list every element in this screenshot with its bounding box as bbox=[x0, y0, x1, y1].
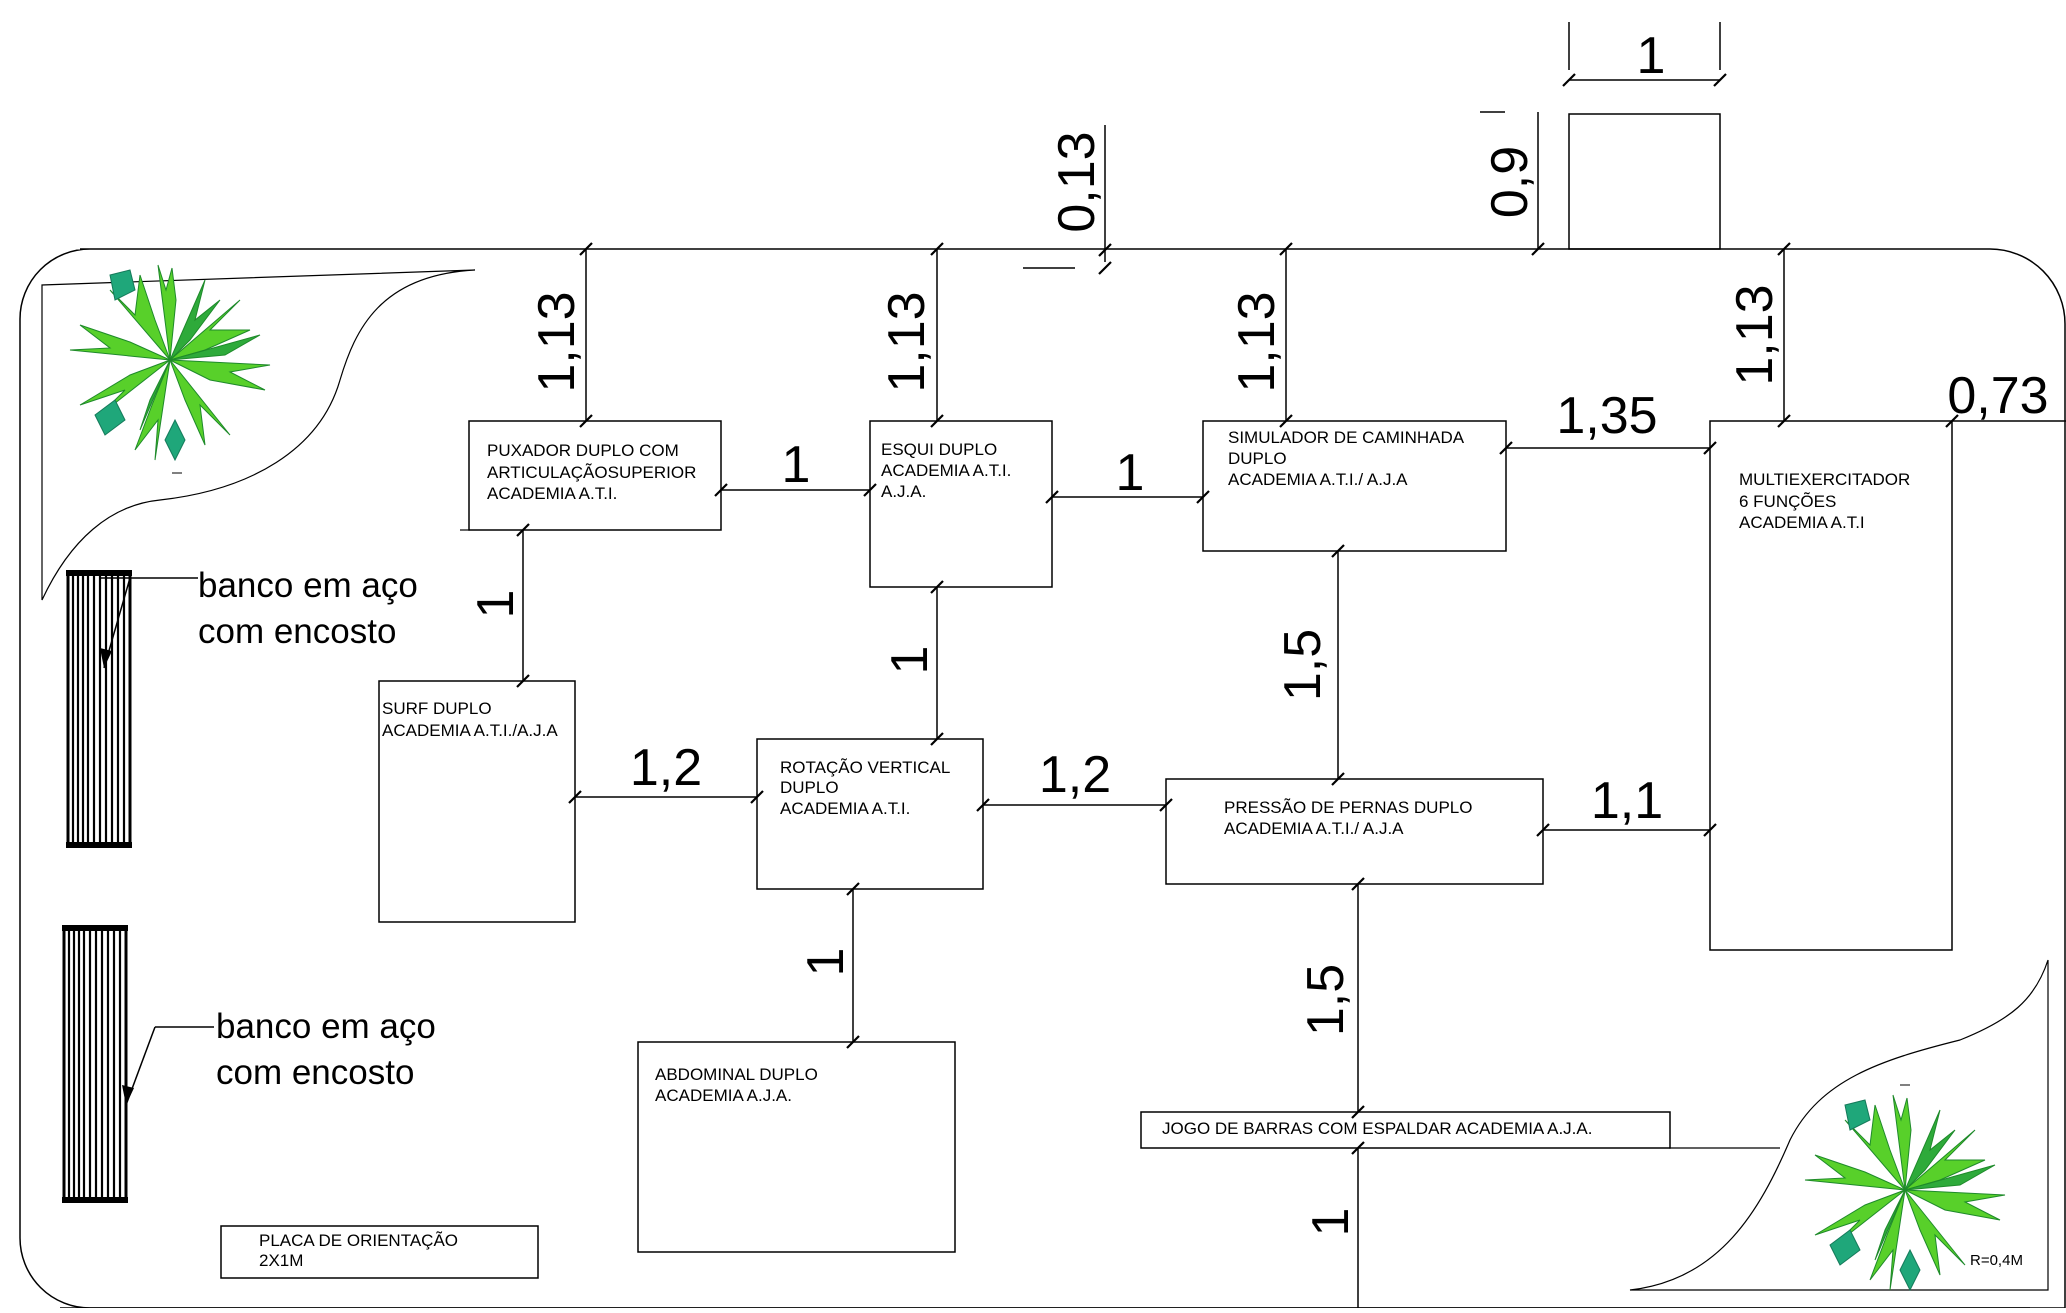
radius-note: R=0,4M bbox=[1970, 1252, 2023, 1269]
label-esqui-3: A.J.A. bbox=[881, 482, 926, 501]
label-puxador-2: ARTICULAÇÃOSUPERIOR bbox=[487, 463, 696, 482]
equipment-box-placa bbox=[220, 1225, 539, 1279]
label-esqui-1: ESQUI DUPLO bbox=[881, 440, 997, 459]
equipment-box-barras bbox=[1140, 1111, 1671, 1149]
dim-v-113-d: 1,13 bbox=[1726, 284, 1784, 385]
dim-h-1-a: 1 bbox=[782, 436, 811, 494]
label-simulador-1: SIMULADOR DE CAMINHADA bbox=[1228, 428, 1465, 447]
dim-v-113-a: 1,13 bbox=[528, 291, 586, 392]
dim-h-073: 0,73 bbox=[1947, 367, 2048, 425]
dim-v-15-lower: 1,5 bbox=[1297, 964, 1355, 1036]
label-puxador-3: ACADEMIA A.T.I. bbox=[487, 484, 617, 503]
dim-v-1-left: 1 bbox=[467, 590, 525, 619]
label-multi-2: 6 FUNÇÕES bbox=[1739, 492, 1836, 511]
label-abdominal-2: ACADEMIA A.J.A. bbox=[655, 1086, 792, 1105]
label-rotacao-3: ACADEMIA A.T.I. bbox=[780, 799, 910, 818]
dim-h-135: 1,35 bbox=[1556, 387, 1657, 445]
bench-label-1-line2: com encosto bbox=[198, 612, 396, 651]
bench-label-2-line1: banco em aço bbox=[216, 1007, 436, 1046]
label-abdominal-1: ABDOMINAL DUPLO bbox=[655, 1065, 818, 1084]
label-surf-1: SURF DUPLO bbox=[382, 699, 492, 718]
equipment-box-rotacao bbox=[756, 738, 984, 890]
dim-v-1-mid: 1 bbox=[881, 646, 939, 675]
planting-bed-bottom-right bbox=[1629, 959, 2049, 1291]
equipment-box-abdominal bbox=[637, 1041, 956, 1253]
bench-icon bbox=[60, 923, 130, 1205]
bench-label-2-line2: com encosto bbox=[216, 1053, 414, 1092]
label-multi-1: MULTIEXERCITADOR bbox=[1739, 470, 1910, 489]
label-puxador-1: PUXADOR DUPLO COM bbox=[487, 441, 679, 460]
equipment-box-esqui bbox=[869, 420, 1053, 588]
dim-top-0-9: 0,9 bbox=[1481, 146, 1539, 218]
entrance-box bbox=[1568, 113, 1721, 250]
dim-v-1-abdominal: 1 bbox=[797, 948, 855, 977]
label-placa-2: 2X1M bbox=[259, 1251, 303, 1270]
label-simulador-2: DUPLO bbox=[1228, 449, 1287, 468]
label-multi-3: ACADEMIA A.T.I bbox=[1739, 513, 1865, 532]
palm-tree-icon bbox=[69, 264, 271, 461]
label-simulador-3: ACADEMIA A.T.I./ A.J.A bbox=[1228, 470, 1408, 489]
label-pressao-2: ACADEMIA A.T.I./ A.J.A bbox=[1224, 819, 1404, 838]
dim-h-12-left: 1,2 bbox=[630, 739, 702, 797]
label-surf-2: ACADEMIA A.T.I./A.J.A bbox=[382, 721, 558, 740]
equipment-box-puxador bbox=[468, 420, 722, 531]
equipment-box-simulador bbox=[1202, 420, 1507, 552]
dim-v-113-b: 1,13 bbox=[878, 291, 936, 392]
label-esqui-2: ACADEMIA A.T.I. bbox=[881, 461, 1011, 480]
bench-icon bbox=[64, 568, 134, 850]
dim-h-1-b: 1 bbox=[1116, 444, 1145, 502]
dim-top-1: 1 bbox=[1637, 27, 1666, 85]
label-placa-1: PLACA DE ORIENTAÇÃO bbox=[259, 1231, 458, 1250]
plaza-boundary bbox=[19, 248, 2066, 1309]
dim-h-12-mid: 1,2 bbox=[1039, 746, 1111, 804]
label-barras: JOGO DE BARRAS COM ESPALDAR ACADEMIA A.J… bbox=[1162, 1119, 1592, 1138]
equipment-box-multiexercitador bbox=[1709, 420, 1953, 951]
dim-h-11: 1,1 bbox=[1591, 772, 1663, 830]
dim-v-15-upper: 1,5 bbox=[1274, 629, 1332, 701]
label-rotacao-2: DUPLO bbox=[780, 778, 839, 797]
planting-bed-top-left bbox=[41, 269, 476, 601]
label-pressao-1: PRESSÃO DE PERNAS DUPLO bbox=[1224, 798, 1472, 817]
dim-v-1-bottom: 1 bbox=[1302, 1208, 1360, 1237]
bench-label-1-line1: banco em aço bbox=[198, 566, 418, 605]
dim-top-0-13: 0,13 bbox=[1048, 131, 1106, 232]
equipment-box-surf bbox=[378, 680, 576, 923]
label-rotacao-1: ROTAÇÃO VERTICAL bbox=[780, 758, 950, 777]
dim-v-113-c: 1,13 bbox=[1228, 291, 1286, 392]
